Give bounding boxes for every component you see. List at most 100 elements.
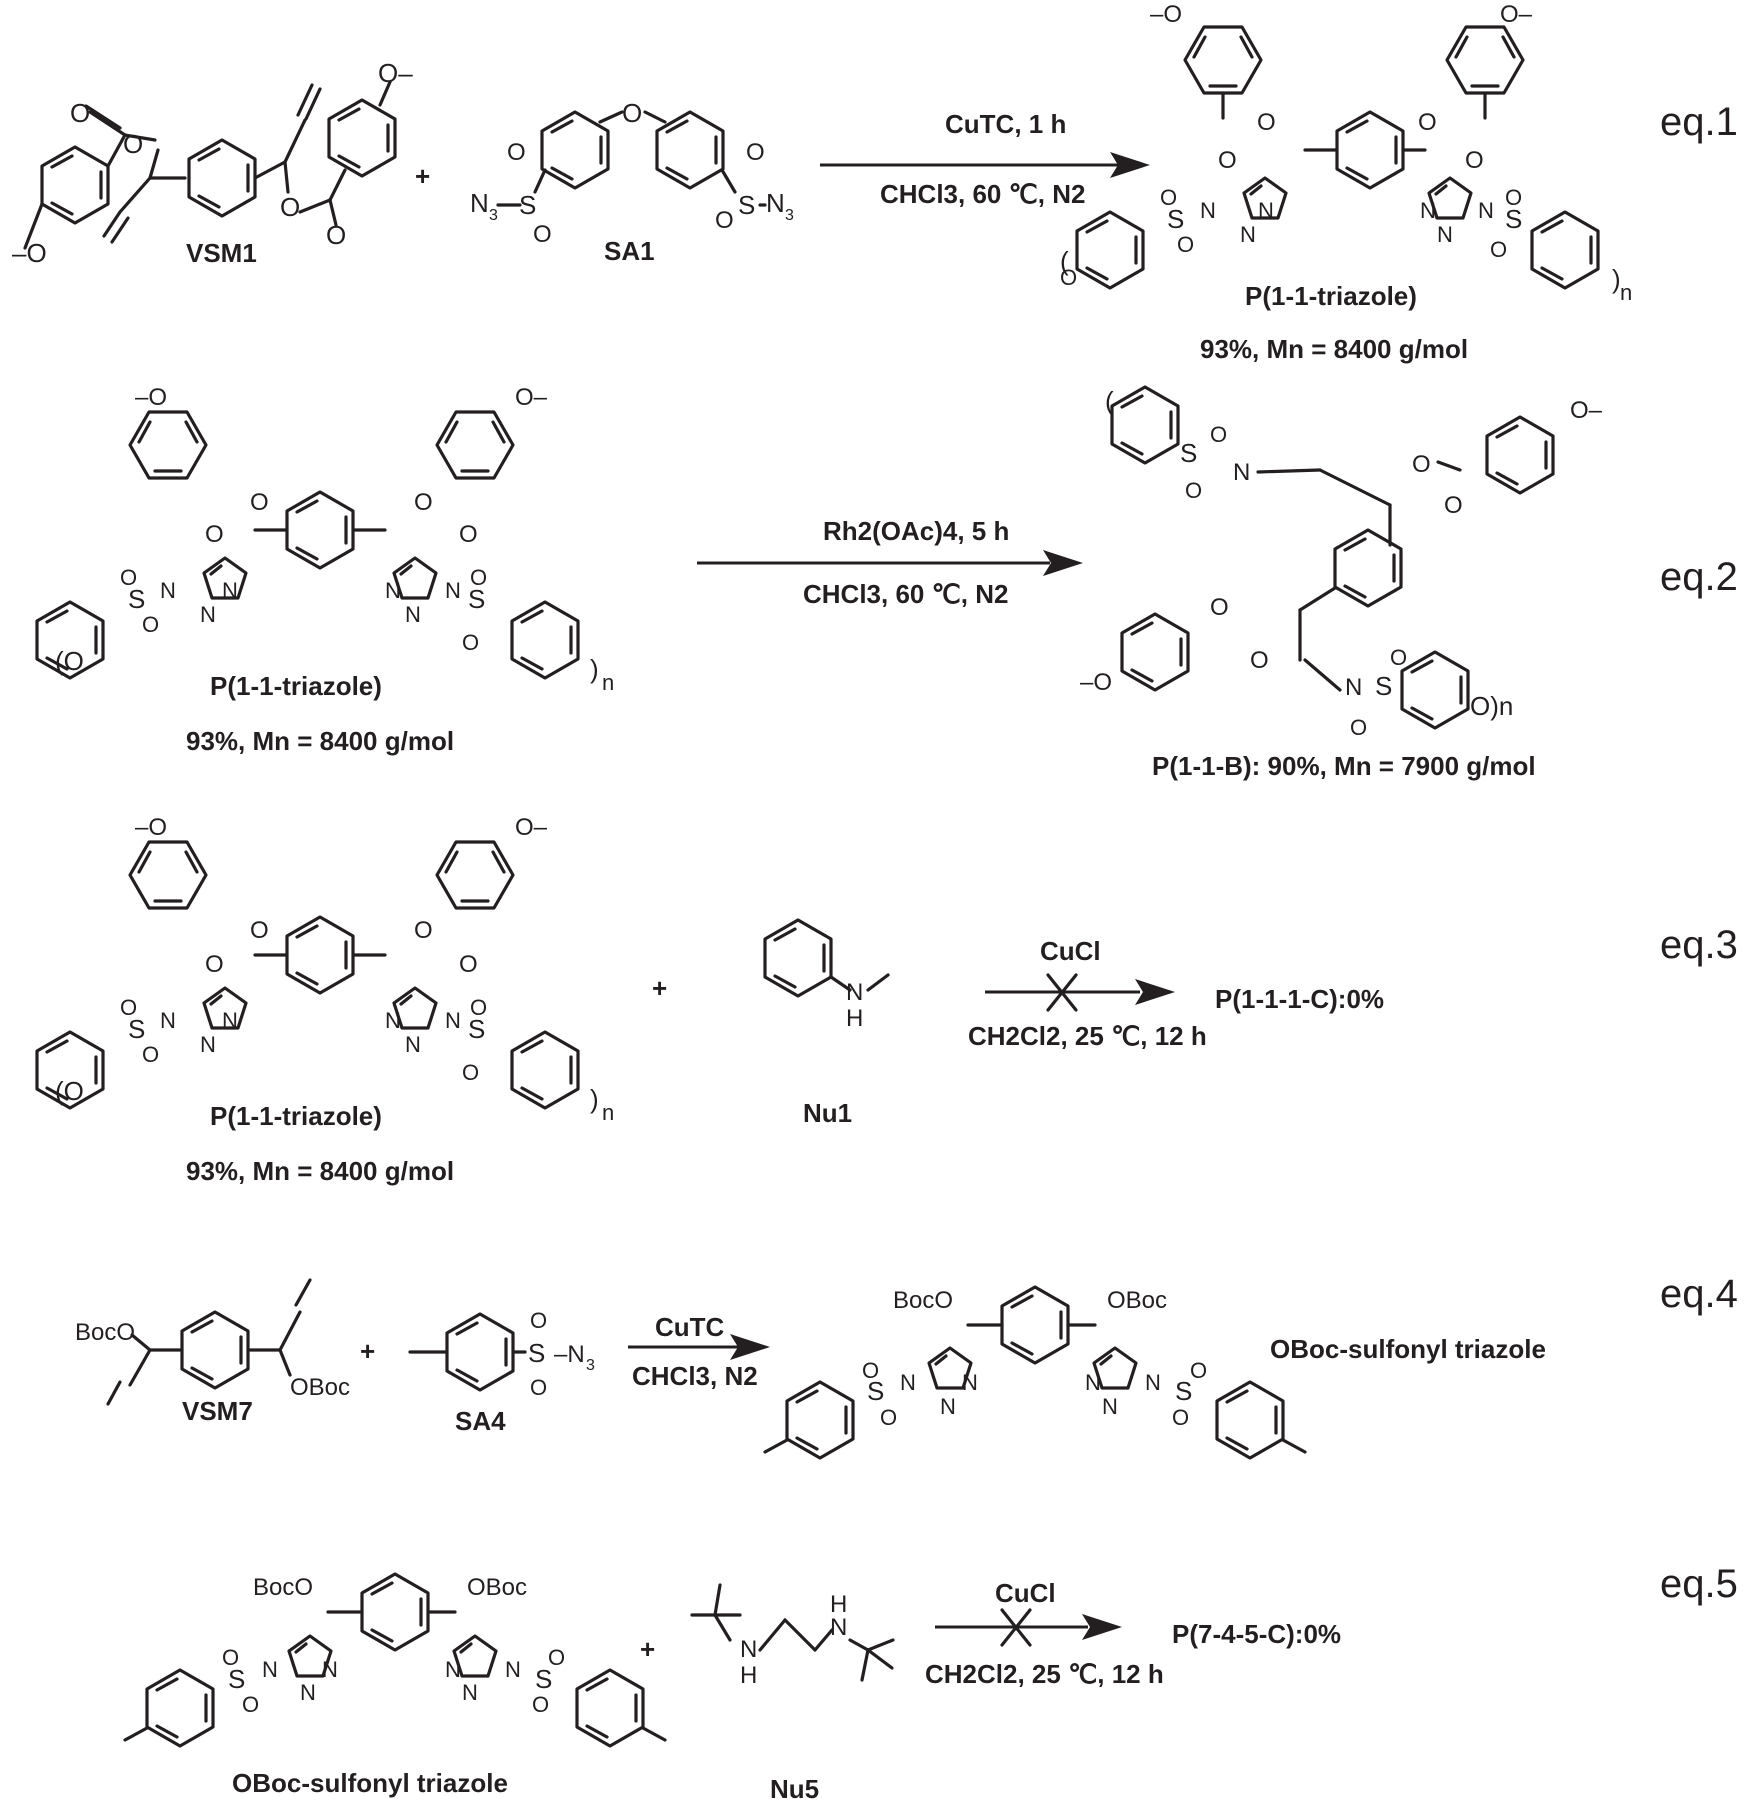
svg-text:S: S	[228, 1664, 245, 1694]
svg-text:N: N	[222, 578, 238, 603]
svg-text:O: O	[1257, 109, 1276, 136]
eq2-reactant-label: P(1-1-triazole)	[210, 671, 382, 701]
eq2-product-yield: P(1-1-B): 90%, Mn = 7900 g/mol	[1152, 751, 1536, 781]
svg-text:BocO: BocO	[253, 1574, 313, 1601]
sa1-label: SA1	[604, 236, 655, 266]
eq1-group: –O O O O O O– VSM1	[12, 1, 1738, 364]
svg-text:O: O	[1418, 109, 1437, 136]
eq5-group: BocO OBoc N N N N N N O S O O S O OBoc-s…	[123, 1562, 1738, 1799]
svg-text:O: O	[459, 521, 478, 548]
svg-text:O: O	[1177, 232, 1194, 257]
eq3-plus: +	[652, 973, 667, 1003]
svg-text:N: N	[1478, 198, 1494, 223]
eq4-product-structure: BocO OBoc N N N N N N O S O O S O	[763, 1285, 1307, 1460]
svg-text:O: O	[1160, 185, 1177, 210]
svg-text:S: S	[867, 1376, 884, 1406]
svg-text:O: O	[70, 98, 90, 128]
svg-text:O: O	[470, 565, 487, 590]
svg-text:O: O	[1490, 237, 1507, 262]
eq1-product-label: P(1-1-triazole)	[1245, 281, 1417, 311]
svg-text:O: O	[205, 951, 224, 978]
svg-text:O: O	[507, 139, 526, 166]
svg-text:O: O	[142, 612, 159, 637]
svg-text:N: N	[505, 1657, 521, 1682]
svg-text:N: N	[445, 578, 461, 603]
eq3-conditions-top: CuCl	[1040, 936, 1101, 966]
svg-text:S: S	[128, 584, 145, 614]
eq2-tag: eq.2	[1660, 555, 1738, 599]
svg-text:): )	[590, 1084, 599, 1114]
svg-text:): )	[1612, 264, 1621, 294]
svg-text:N: N	[940, 1394, 956, 1419]
svg-text:O)n: O)n	[1470, 691, 1513, 721]
svg-text:O: O	[862, 1358, 879, 1383]
svg-text:O: O	[250, 489, 269, 516]
eq1-conditions-bottom: CHCl3, 60 ℃, N2	[880, 179, 1086, 209]
svg-text:BocO: BocO	[75, 1319, 135, 1346]
svg-text:N: N	[846, 979, 863, 1006]
eq4-conditions-bottom: CHCl3, N2	[632, 1361, 758, 1391]
svg-text:N: N	[445, 1008, 461, 1033]
svg-text:O: O	[1210, 422, 1227, 447]
vsm1-label: VSM1	[186, 238, 257, 268]
svg-text:O: O	[530, 1375, 547, 1400]
svg-text:O: O	[222, 1645, 239, 1670]
svg-text:O: O	[746, 139, 765, 166]
vsm7-structure: BocO OBoc	[75, 1278, 350, 1406]
svg-text:O–: O–	[1500, 1, 1533, 28]
svg-text:OBoc: OBoc	[290, 1374, 350, 1401]
eq4-conditions-top: CuTC	[655, 1312, 725, 1342]
svg-text:O: O	[123, 129, 143, 159]
svg-text:N: N	[385, 1008, 401, 1033]
svg-text:N: N	[300, 1680, 316, 1705]
eq4-tag: eq.4	[1660, 1272, 1738, 1316]
svg-text:–N: –N	[554, 1341, 585, 1368]
svg-text:O: O	[326, 220, 346, 250]
eq5-conditions-top: CuCl	[995, 1578, 1056, 1608]
svg-text:S: S	[535, 1664, 552, 1694]
eq3-product: P(1-1-1-C):0%	[1215, 984, 1384, 1014]
svg-text:O–: O–	[378, 58, 413, 88]
svg-text:N: N	[200, 602, 216, 627]
svg-text:S: S	[468, 584, 485, 614]
svg-text:(: (	[1060, 246, 1069, 276]
svg-text:–O: –O	[135, 384, 167, 411]
svg-text:N: N	[445, 1657, 461, 1682]
svg-text:S: S	[1180, 438, 1197, 468]
svg-text:–O: –O	[135, 814, 167, 841]
vsm1-structure: –O O O O O O–	[12, 58, 413, 268]
eq2-reactant-structure: –O O– O O O O N N N N N N O S O O S O (O	[35, 384, 614, 695]
eq4-plus: +	[360, 1336, 375, 1366]
eq3-conditions-bottom: CH2Cl2, 25 ℃, 12 h	[968, 1021, 1207, 1051]
svg-text:O: O	[414, 917, 433, 944]
svg-text:O: O	[470, 995, 487, 1020]
svg-text:N: N	[1102, 1394, 1118, 1419]
svg-text:O: O	[1190, 1358, 1207, 1383]
svg-text:O: O	[250, 917, 269, 944]
svg-text:3: 3	[785, 207, 794, 224]
svg-text:S: S	[528, 1338, 545, 1368]
svg-text:N: N	[262, 1657, 278, 1682]
eq5-product: P(7-4-5-C):0%	[1172, 1619, 1341, 1649]
svg-text:S: S	[128, 1014, 145, 1044]
svg-text:S: S	[1167, 204, 1184, 234]
eq2-group: –O O– O O O O N N N N N N O S O O S O (O	[35, 384, 1738, 781]
eq5-tag: eq.5	[1660, 1562, 1738, 1606]
svg-text:OBoc: OBoc	[1107, 1287, 1167, 1314]
eq3-reactant-yield: 93%, Mn = 8400 g/mol	[186, 1156, 454, 1186]
svg-text:O: O	[142, 1042, 159, 1067]
svg-text:N: N	[1240, 222, 1256, 247]
eq5-conditions-bottom: CH2Cl2, 25 ℃, 12 h	[925, 1659, 1164, 1689]
svg-text:S: S	[1175, 1376, 1192, 1406]
svg-text:n: n	[602, 1100, 614, 1125]
sa4-label: SA4	[455, 1406, 506, 1436]
svg-text:S: S	[468, 1014, 485, 1044]
svg-text:S: S	[738, 190, 755, 220]
svg-text:–O: –O	[12, 238, 47, 268]
svg-text:O: O	[880, 1405, 897, 1430]
eq2-conditions-top: Rh2(OAc)4, 5 h	[823, 516, 1009, 546]
svg-text:n: n	[1620, 280, 1632, 305]
svg-text:O: O	[533, 221, 552, 248]
svg-text:H: H	[740, 1662, 757, 1689]
svg-text:N: N	[470, 188, 489, 218]
